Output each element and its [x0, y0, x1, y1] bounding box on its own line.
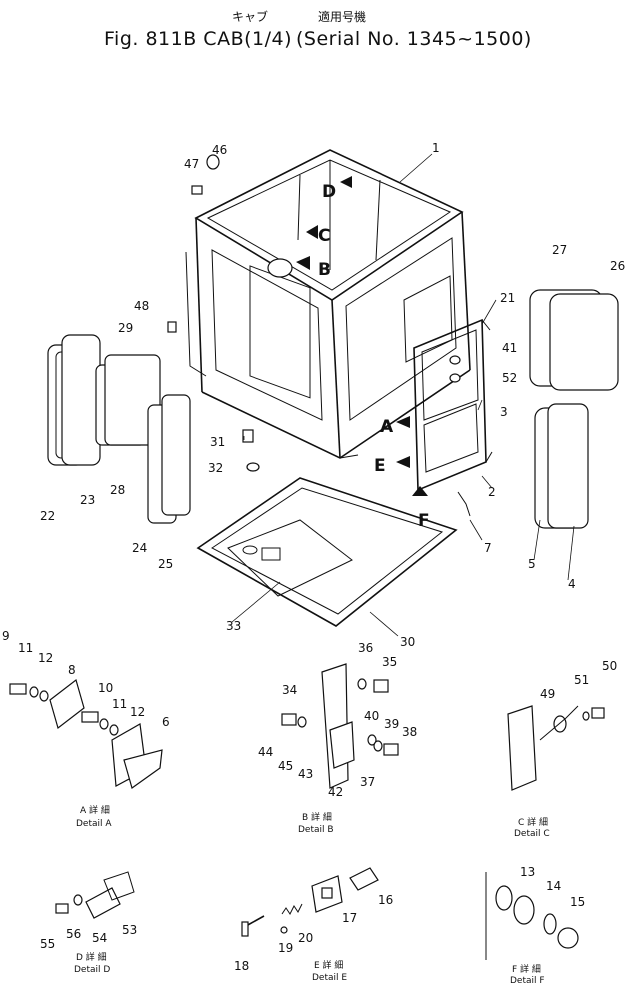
callout-12b: 12	[130, 705, 145, 719]
callout-34: 34	[282, 683, 297, 697]
callout-30: 30	[400, 635, 415, 649]
callout-53: 53	[122, 923, 137, 937]
callout-19: 19	[278, 941, 293, 955]
callout-44: 44	[258, 745, 273, 759]
callout-42: 42	[328, 785, 343, 799]
callout-36: 36	[358, 641, 373, 655]
callout-51: 51	[574, 673, 589, 687]
view-letters: D C B A E F	[318, 182, 430, 531]
view-letter-e: E	[374, 456, 386, 476]
callout-28: 28	[110, 483, 125, 497]
callout-39: 39	[384, 717, 399, 731]
detail-a-drawing	[9, 678, 163, 789]
detail-d-drawing	[55, 871, 135, 919]
callout-2: 2	[488, 485, 496, 499]
door	[413, 318, 493, 492]
callout-1: 1	[432, 141, 440, 155]
callout-37: 37	[360, 775, 375, 789]
callout-13: 13	[520, 865, 535, 879]
detail-c-jp: C 詳 細	[518, 816, 548, 828]
callout-6: 6	[162, 715, 170, 729]
figure-title: Fig. 811B CAB(1/4)	[104, 28, 293, 50]
view-letter-b: B	[318, 260, 331, 280]
detail-a-en: Detail A	[76, 819, 112, 829]
callout-46: 46	[212, 143, 227, 157]
callout-17: 17	[342, 911, 357, 925]
leader-lines	[231, 153, 575, 637]
callout-33: 33	[226, 619, 241, 633]
detail-f-en: Detail F	[510, 976, 545, 985]
callout-25: 25	[158, 557, 173, 571]
serial-range: (Serial No. 1345~1500)	[296, 28, 532, 50]
callout-12: 12	[38, 651, 53, 665]
title-jp-serial: 適用号機	[318, 10, 367, 24]
detail-d-en: Detail D	[74, 965, 110, 975]
callout-54: 54	[92, 931, 107, 945]
callout-38: 38	[402, 725, 417, 739]
callout-55: 55	[40, 937, 55, 951]
callout-43: 43	[298, 767, 313, 781]
callout-10: 10	[98, 681, 113, 695]
callout-21: 21	[500, 291, 515, 305]
detail-f-drawing	[485, 872, 579, 960]
callout-22: 22	[40, 509, 55, 523]
callout-14: 14	[546, 879, 561, 893]
callout-50: 50	[602, 659, 617, 673]
callout-15: 15	[570, 895, 585, 909]
detail-f-jp: F 詳 細	[512, 963, 541, 975]
callout-45: 45	[278, 759, 293, 773]
detail-e-jp: E 詳 細	[314, 959, 343, 971]
title-jp-cab: キャブ	[232, 10, 269, 24]
detail-e-drawing	[241, 867, 379, 937]
detail-d-jp: D 詳 細	[76, 951, 107, 963]
detail-a-jp: A 詳 細	[80, 804, 110, 816]
view-letter-a: A	[380, 417, 394, 437]
detail-c-en: Detail C	[514, 829, 550, 839]
callout-20: 20	[298, 931, 313, 945]
detail-c-drawing	[507, 705, 605, 791]
callout-24: 24	[132, 541, 147, 555]
detail-b-en: Detail B	[298, 825, 334, 835]
detail-e-en: Detail E	[312, 973, 347, 983]
callout-9: 9	[2, 629, 10, 643]
detail-captions: A 詳 細 Detail A B 詳 細 Detail B C 詳 細 Deta…	[74, 804, 550, 985]
view-letter-f: F	[418, 511, 430, 531]
callout-23: 23	[80, 493, 95, 507]
callout-47: 47	[184, 157, 199, 171]
floor-plate	[196, 477, 458, 627]
callout-31: 31	[210, 435, 225, 449]
callout-40: 40	[364, 709, 379, 723]
callout-labels: 1 2 3 4 5 6 7 8 9 10 11 12 13 14 15 16 1…	[2, 141, 625, 973]
callout-11b: 11	[112, 697, 127, 711]
view-arrows	[296, 176, 428, 496]
callout-32: 32	[208, 461, 223, 475]
callout-52: 52	[502, 371, 517, 385]
view-letter-d: D	[322, 182, 336, 202]
callout-3: 3	[500, 405, 508, 419]
side-windows	[47, 289, 619, 529]
view-letter-c: C	[318, 226, 330, 246]
callout-35: 35	[382, 655, 397, 669]
callout-16: 16	[378, 893, 393, 907]
callout-26: 26	[610, 259, 625, 273]
detail-b-drawing	[281, 663, 399, 789]
callout-11: 11	[18, 641, 33, 655]
small-parts	[167, 154, 471, 517]
callout-18: 18	[234, 959, 249, 973]
callout-48: 48	[134, 299, 149, 313]
callout-4: 4	[568, 577, 576, 591]
callout-8: 8	[68, 663, 76, 677]
callout-49: 49	[540, 687, 555, 701]
callout-41: 41	[502, 341, 517, 355]
callout-29: 29	[118, 321, 133, 335]
callout-7: 7	[484, 541, 492, 555]
callout-27: 27	[552, 243, 567, 257]
callout-5: 5	[528, 557, 536, 571]
detail-b-jp: B 詳 細	[302, 811, 332, 823]
callout-56: 56	[66, 927, 81, 941]
